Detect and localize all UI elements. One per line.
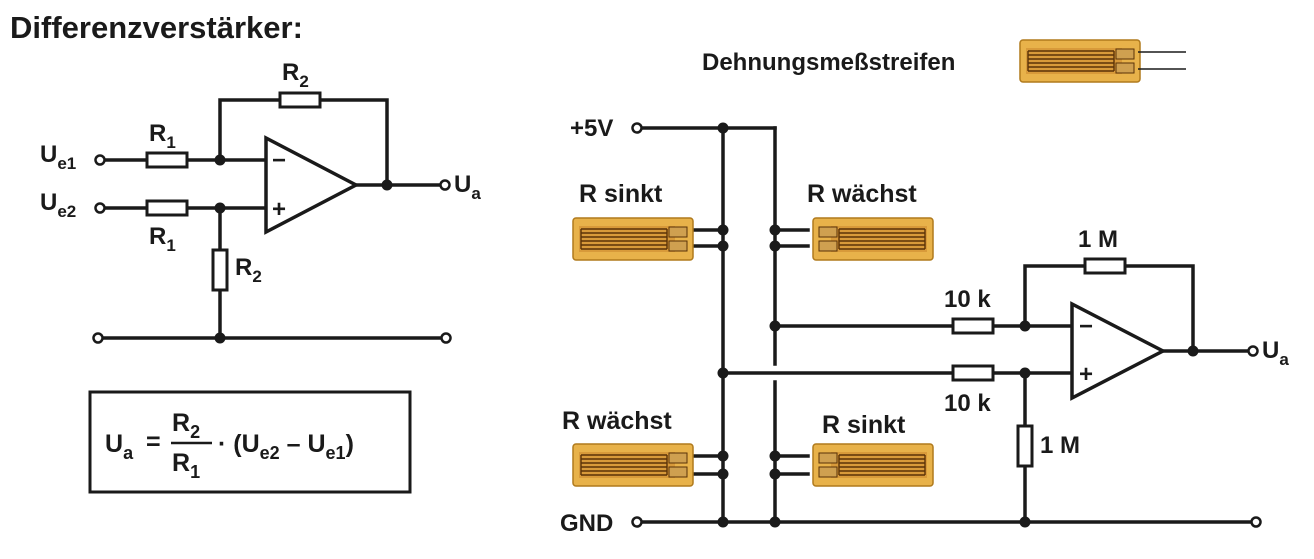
formula-equals: = [146, 428, 161, 456]
resistor-10k-top [951, 317, 995, 335]
terminal-ground-left-a [92, 332, 104, 344]
legend-strain-gauge-icon [1019, 39, 1141, 83]
resistor-1m-ground [1016, 424, 1034, 468]
label-ue2: Ue2 [40, 189, 76, 221]
label-ua-right: Ua [1262, 337, 1289, 369]
label-r-feedback: 1 M [1078, 226, 1118, 253]
formula-lhs: Ua [105, 430, 134, 463]
strain-gauge-bottom-left [572, 443, 694, 487]
label-ua-left: Ua [454, 171, 481, 203]
label-r1-bottom: R1 [149, 223, 176, 255]
opamp-right-plus: + [1079, 361, 1093, 388]
opamp-right [1070, 301, 1167, 401]
terminal-ground-left-b [440, 332, 452, 344]
label-supply: +5V [570, 115, 613, 142]
label-gauge-top-right: R wächst [807, 180, 917, 208]
label-ue1: Ue1 [40, 141, 76, 173]
resistor-10k-bottom [951, 364, 995, 382]
strain-gauge-bottom-right [812, 443, 934, 487]
opamp-left-plus: + [272, 196, 286, 223]
label-r-input-top: 10 k [944, 286, 991, 313]
label-gnd: GND [560, 510, 613, 537]
label-gauge-top-left: R sinkt [579, 180, 663, 208]
terminal-ue2 [94, 202, 106, 214]
resistor-1m-feedback [1083, 257, 1127, 275]
terminal-ua-right [1247, 345, 1259, 357]
opamp-left [264, 135, 360, 235]
diagram-title: Differenzverstärker: [10, 10, 303, 45]
formula-rest: · (Ue2 – Ue1) [218, 430, 354, 463]
label-r1-top: R1 [149, 120, 176, 152]
terminal-gnd-right [1250, 516, 1262, 528]
label-gauge-bottom-left: R wächst [562, 407, 672, 435]
formula-numerator: R2 [172, 409, 200, 442]
label-r2-ground: R2 [235, 254, 262, 286]
resistor-r2-ground [211, 248, 229, 292]
terminal-ua-left [439, 179, 451, 191]
terminal-gnd [631, 516, 643, 528]
opamp-left-minus: − [272, 147, 286, 174]
legend-label: Dehnungsmeßstreifen [702, 49, 955, 76]
resistor-r2-feedback [278, 91, 322, 109]
label-gauge-bottom-right: R sinkt [822, 411, 906, 439]
label-r2-feedback: R2 [282, 59, 309, 91]
strain-gauge-top-left [572, 217, 694, 261]
formula-denominator: R1 [172, 449, 200, 482]
label-r-input-bottom: 10 k [944, 390, 991, 417]
strain-gauge-top-right [812, 217, 934, 261]
differential-amplifier-circuit: − + R1 R1 R2 R2 Ue1 Ue2 Ua [40, 59, 481, 344]
terminal-ue1 [94, 154, 106, 166]
formula-box: Ua = R2 R1 · (Ue2 – Ue1) [88, 390, 412, 494]
opamp-right-minus: − [1079, 313, 1093, 340]
resistor-r1-bottom [145, 199, 189, 217]
resistor-r1-top [145, 151, 189, 169]
strain-gauge-bridge-circuit: Dehnungsmeßstreifen − [560, 39, 1289, 537]
label-r-ground: 1 M [1040, 432, 1080, 459]
terminal-supply [631, 122, 643, 134]
